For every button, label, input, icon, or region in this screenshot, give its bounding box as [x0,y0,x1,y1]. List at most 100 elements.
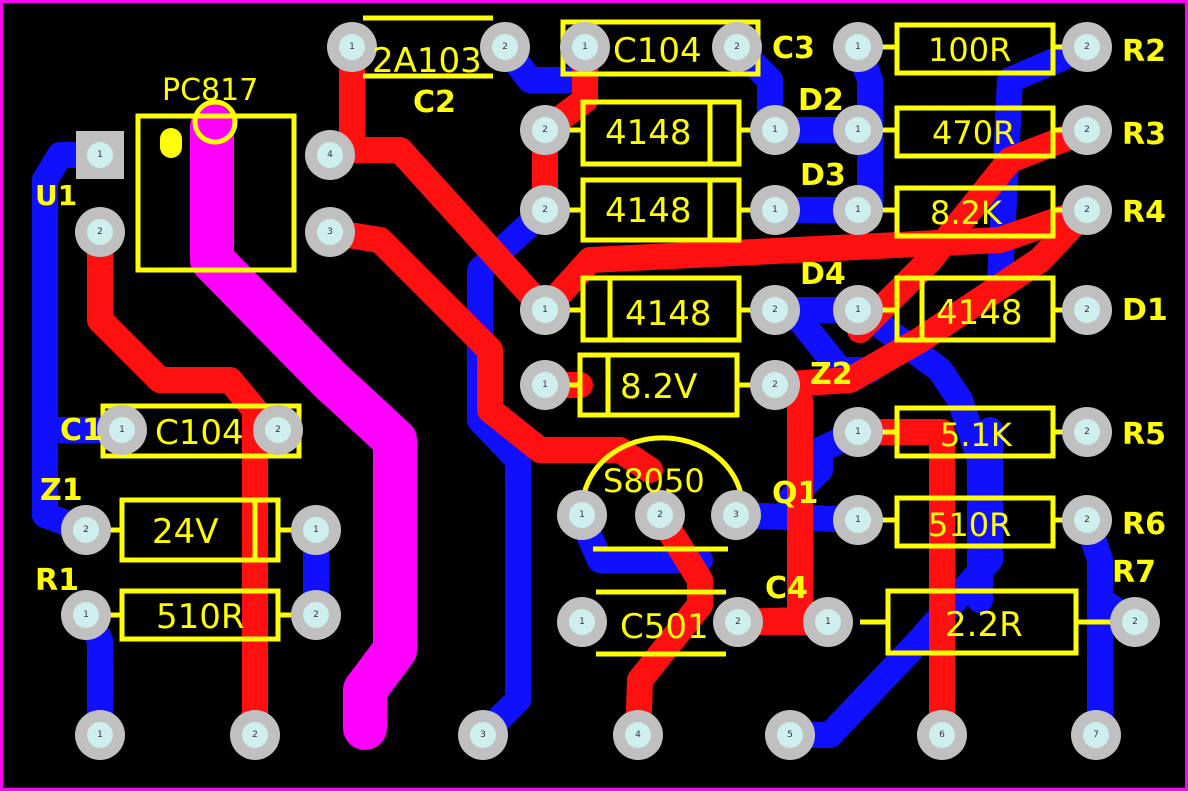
c1-pad-2: 2 [253,405,303,455]
connector-pad-6: 6 [917,710,967,760]
r2-value: 100R [928,31,1011,69]
c4-pad-1-label: 1 [579,617,585,627]
r7-pad-2-label: 2 [1132,617,1138,627]
connector-pad-7-label: 7 [1093,730,1099,740]
d3-value: 4148 [605,191,692,231]
r7-designator: R7 [1112,555,1156,590]
z1-designator: Z1 [40,473,83,508]
c3-designator: C3 [772,31,815,66]
connector-pad-6-label: 6 [939,730,945,740]
r4-pad-1-label: 1 [855,205,861,215]
q1-pad-1: 1 [557,490,607,540]
u1-pad-4: 4 [305,130,355,180]
d1-designator: D1 [1122,293,1168,328]
u1-designator: U1 [35,179,77,212]
r5-pad-2-label: 2 [1084,427,1090,437]
c2-designator: C2 [413,85,456,120]
connector-pad-2-label: 2 [252,730,258,740]
silkscreen-outlines [100,15,1115,657]
z1-value: 24V [152,512,219,552]
r1-pad-1: 1 [61,590,111,640]
d3-pad-1: 1 [750,185,800,235]
d3-pad-1-label: 1 [772,205,778,215]
c3-pad-1-label: 1 [582,42,588,52]
connector-pad-3-label: 3 [480,730,486,740]
r1-designator: R1 [35,563,79,598]
d4-pad-1-label: 1 [542,305,548,315]
connector-pad-4-label: 4 [635,730,641,740]
r3-value: 470R [932,114,1015,152]
d3-pad-2: 2 [520,185,570,235]
r3-pad-1: 1 [833,105,883,155]
d1-pad-2: 2 [1062,285,1112,335]
u1-pin1-dot [160,128,182,158]
red-trace-c2-pin4 [339,34,558,323]
q1-designator: Q1 [772,476,818,511]
q1-outline [580,435,745,501]
silkscreen-text: PC817 U1 2A103 C2 C104 C3 C104 C1 C501 C… [35,31,1168,647]
c4-designator: C4 [765,571,808,606]
d3-pad-2-label: 2 [542,205,548,215]
connector-pad-2: 2 [230,710,280,760]
r4-pad-2: 2 [1062,185,1112,235]
z2-pad-1-label: 1 [542,380,548,390]
q1-pad-3: 3 [711,490,761,540]
connector-pad-5: 5 [765,710,815,760]
r6-pad-2-label: 2 [1084,515,1090,525]
r3-pad-1-label: 1 [855,125,861,135]
u1-pad-2-label: 2 [97,227,103,237]
u1-notch [192,99,238,145]
d1-pad-2-label: 2 [1084,305,1090,315]
c4-pad-2: 2 [713,597,763,647]
u1-pad-3: 3 [305,207,355,257]
red-trace-u1-pin2 [87,219,268,748]
d1-pad-1-label: 1 [855,305,861,315]
r5-value: 5.1K [940,416,1013,454]
r7-pad-2: 2 [1110,597,1160,647]
r2-pad-2-label: 2 [1084,42,1090,52]
c4-value: C501 [620,607,709,647]
d2-designator: D2 [798,83,844,118]
d2-pad-1-label: 1 [772,125,778,135]
r1-value: 510R [156,597,245,637]
d2-value: 4148 [605,113,692,153]
q1-pad-2: 2 [635,490,685,540]
r1-pad-2-label: 2 [313,610,319,620]
connector-pad-5-label: 5 [787,730,793,740]
c1-pad-1-label: 1 [119,425,125,435]
r2-pad-1-label: 1 [855,42,861,52]
r4-pad-2-label: 2 [1084,205,1090,215]
blue-trace-r6-r7 [1074,507,1113,748]
red-trace-d4-r4 [532,197,1100,323]
d4-value: 4148 [625,294,712,334]
d4-designator: D4 [800,257,846,292]
c4-pad-1: 1 [557,597,607,647]
c2-pad-1-label: 1 [349,42,355,52]
blue-trace-u1-z1 [32,142,113,543]
d2-pad-1: 1 [750,105,800,155]
q1-pad-2-label: 2 [657,510,663,520]
c2-pad-2: 2 [480,22,530,72]
r4-designator: R4 [1122,195,1166,230]
d2-outline [580,99,742,167]
c1-pad-2-label: 2 [275,425,281,435]
d4-pad-2: 2 [750,285,800,335]
red-trace-q1-c4 [647,502,713,618]
q1-pad-1-label: 1 [579,510,585,520]
connector-pad-3: 3 [458,710,508,760]
r1-pad-1-label: 1 [83,610,89,620]
r3-designator: R3 [1122,117,1166,152]
c3-value: C104 [613,31,702,71]
q1-pad-3-label: 3 [733,510,739,520]
z1-pad-2: 2 [61,505,111,555]
q1-part-label: S8050 [603,462,705,500]
u1-pad-1-label: 1 [97,150,103,160]
r3-pad-2-label: 2 [1084,125,1090,135]
c3-pad-2-label: 2 [734,42,740,52]
connector-pad-1-label: 1 [97,730,103,740]
r7-pad-1: 1 [803,597,853,647]
d1-value: 4148 [936,293,1023,333]
connector-pad-4: 4 [613,710,663,760]
blue-trace-r2-right [987,34,1100,293]
c1-designator: C1 [60,413,103,448]
